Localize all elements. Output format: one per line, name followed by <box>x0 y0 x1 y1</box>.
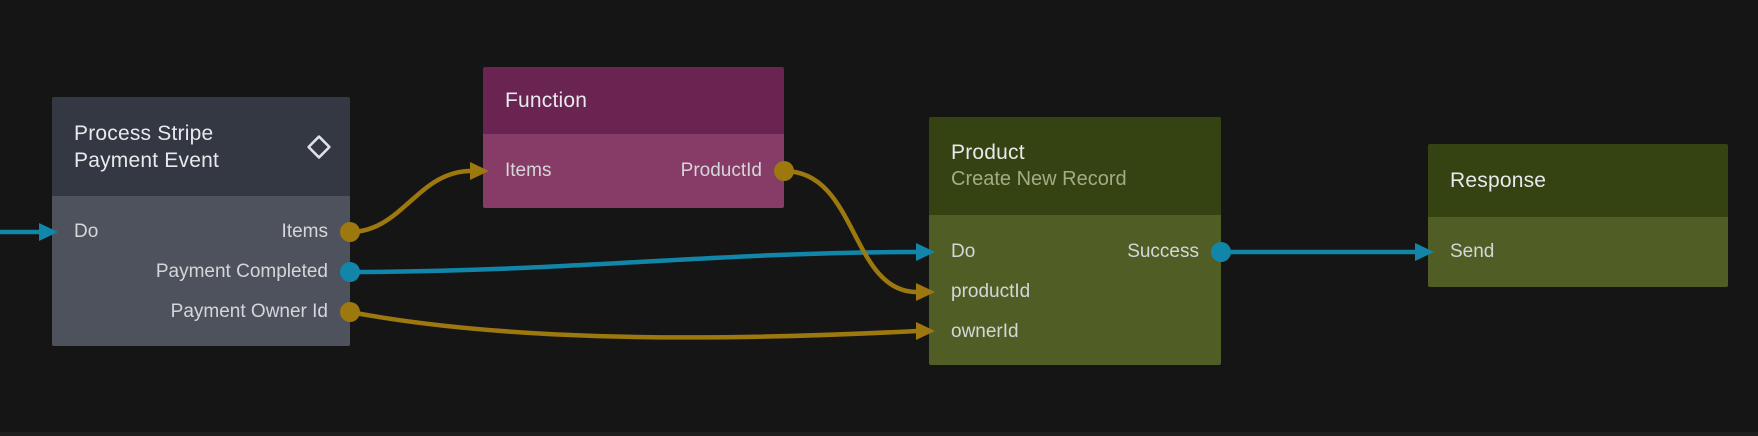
port-dot-productid[interactable] <box>774 161 794 181</box>
node-product[interactable]: Product Create New Record Do Success pro… <box>929 117 1221 365</box>
node-title: Product <box>951 141 1025 164</box>
node-header[interactable]: Function <box>483 67 784 134</box>
node-body: Items ProductId <box>483 134 784 208</box>
node-function[interactable]: Function Items ProductId <box>483 67 784 208</box>
arrowhead-product-ownerid[interactable] <box>916 322 935 340</box>
arrowhead-product-do[interactable] <box>916 243 935 261</box>
edge-items-to-function[interactable] <box>349 168 472 235</box>
edge-productid-to-product[interactable] <box>783 168 918 295</box>
node-header[interactable]: Product Create New Record <box>929 117 1221 215</box>
arrowhead-product-productid[interactable] <box>916 283 935 301</box>
node-header[interactable]: Response <box>1428 144 1728 217</box>
port-productid[interactable]: ProductId <box>680 160 762 181</box>
port-row: ownerId <box>929 312 1221 352</box>
node-body: Do Success productId ownerId <box>929 215 1221 365</box>
port-dot-items[interactable] <box>340 222 360 242</box>
node-title: Response <box>1450 169 1547 192</box>
diamond-icon <box>306 134 332 160</box>
port-do[interactable]: Do <box>951 241 976 262</box>
port-dot-success[interactable] <box>1211 242 1231 262</box>
node-body: Do Items Payment Completed Payment Owner… <box>52 196 350 346</box>
node-subtitle: Create New Record <box>951 168 1127 190</box>
port-do[interactable]: Do <box>74 221 99 242</box>
port-payment-owner-id[interactable]: Payment Owner Id <box>170 301 328 322</box>
port-row: productId <box>929 272 1221 312</box>
node-title: Process Stripe Payment Event <box>74 121 220 172</box>
port-row: Payment Owner Id <box>52 292 350 332</box>
node-process-stripe-payment-event[interactable]: Process Stripe Payment Event Do Items Pa… <box>52 97 350 346</box>
port-dot-payment-owner-id[interactable] <box>340 302 360 322</box>
arrowhead-function-items[interactable] <box>470 162 489 180</box>
port-items[interactable]: Items <box>505 160 552 181</box>
port-row: Do Items <box>52 212 350 252</box>
port-send[interactable]: Send <box>1450 241 1495 262</box>
port-payment-completed[interactable]: Payment Completed <box>155 261 328 282</box>
port-items[interactable]: Items <box>281 221 328 242</box>
port-success[interactable]: Success <box>1127 241 1199 262</box>
port-dot-payment-completed[interactable] <box>340 262 360 282</box>
port-row: Send <box>1428 232 1728 272</box>
node-title-block: Product Create New Record <box>951 139 1127 193</box>
node-title: Function <box>505 89 588 112</box>
port-row: Payment Completed <box>52 252 350 292</box>
port-ownerid[interactable]: ownerId <box>951 321 1019 342</box>
canvas-bottom-edge <box>0 432 1758 436</box>
port-productid[interactable]: productId <box>951 281 1031 302</box>
arrowhead-response-send[interactable] <box>1415 243 1434 261</box>
node-body: Send <box>1428 217 1728 287</box>
arrowhead-do-stripe[interactable] <box>39 223 58 241</box>
node-header[interactable]: Process Stripe Payment Event <box>52 97 350 196</box>
port-row: Items ProductId <box>483 151 784 191</box>
edge-owner-id-to-product[interactable] <box>349 309 918 340</box>
node-response[interactable]: Response Send <box>1428 144 1728 287</box>
edge-payment-completed-to-product-do[interactable] <box>349 249 918 275</box>
port-row: Do Success <box>929 232 1221 272</box>
